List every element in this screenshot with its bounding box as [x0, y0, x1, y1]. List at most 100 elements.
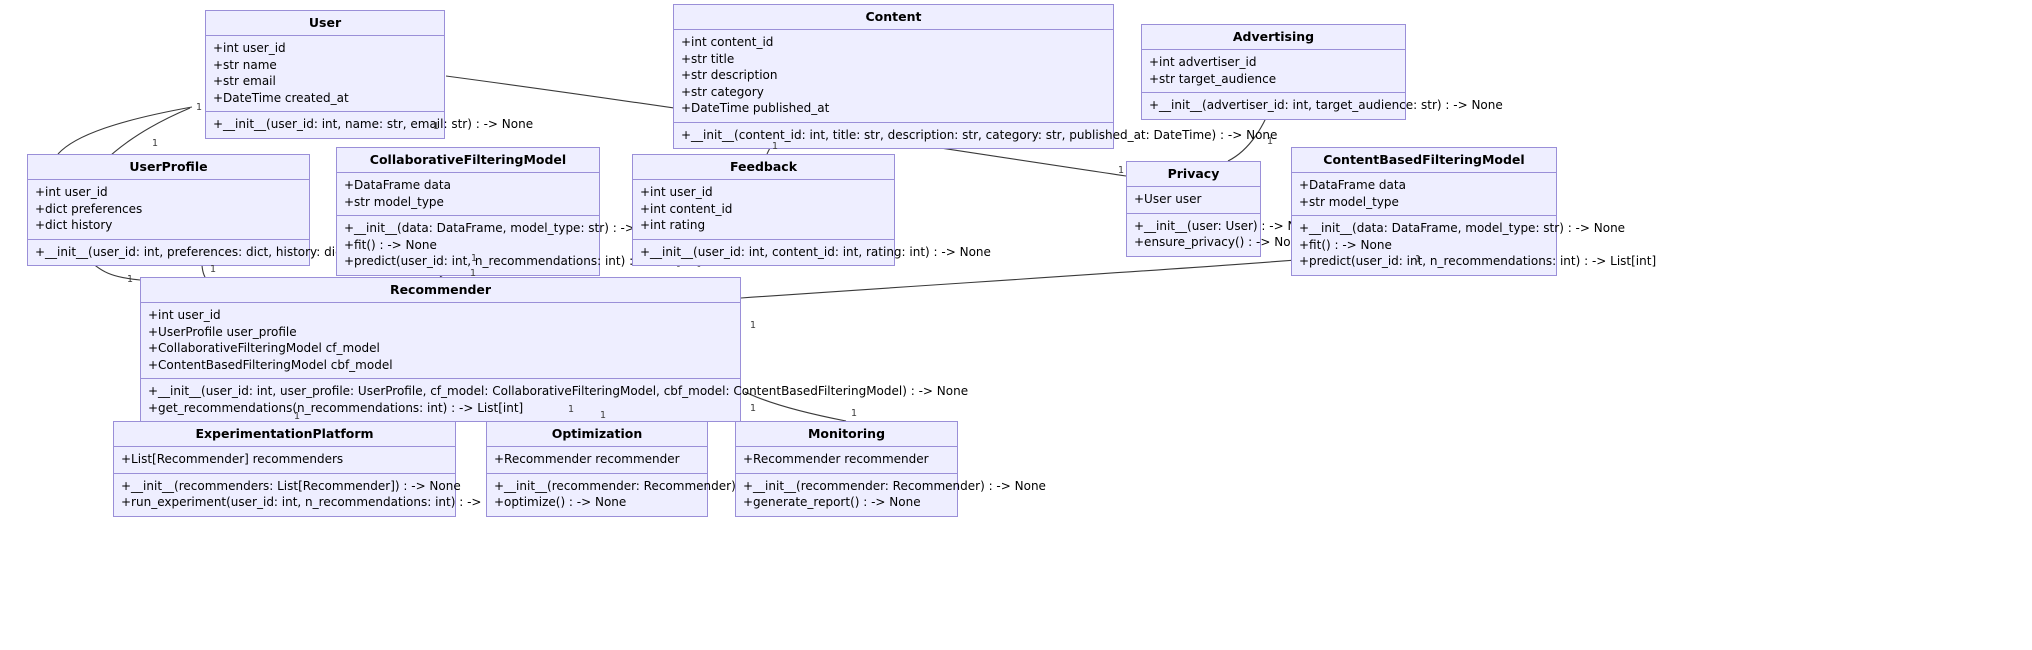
class-attributes: +int content_id +str title +str descript…: [674, 30, 1113, 123]
method-row: +__init__(user_id: int, content_id: int,…: [640, 244, 991, 259]
multiplicity-label: 1: [750, 403, 757, 414]
class-methods: +__init__(user_id: int, user_profile: Us…: [141, 379, 969, 421]
attribute-row: +dict history: [35, 218, 113, 232]
multiplicity-label: 1: [1267, 136, 1274, 147]
attribute-row: +str model_type: [344, 194, 444, 209]
class-title: UserProfile: [28, 155, 309, 180]
attribute-row: +Recommender recommender: [743, 452, 929, 466]
method-row: +ensure_privacy() : -> None: [1134, 235, 1306, 249]
class-title: ExperimentationPlatform: [114, 422, 455, 447]
class-box-contentbasedfilteringmodel[interactable]: ContentBasedFilteringModel +DataFrame da…: [1291, 147, 1657, 276]
multiplicity-label: 1: [851, 408, 858, 419]
attribute-row: +str category: [681, 84, 764, 99]
attribute-row: +int user_id: [213, 41, 286, 55]
class-methods: +__init__(recommender: Recommender) : ->…: [736, 474, 1046, 516]
attribute-row: +UserProfile user_profile: [148, 324, 297, 339]
attribute-row: +int rating: [640, 218, 706, 232]
method-row: +__init__(recommenders: List[Recommender…: [121, 478, 461, 493]
class-attributes: +int user_id +dict preferences +dict his…: [28, 180, 309, 240]
attribute-row: +str description: [681, 68, 778, 82]
class-box-user[interactable]: User +int user_id +str name +str email +…: [205, 10, 534, 139]
class-methods: +__init__(data: DataFrame, model_type: s…: [337, 216, 701, 275]
multiplicity-label: 1: [600, 410, 607, 421]
class-box-feedback[interactable]: Feedback +int user_id +int content_id +i…: [632, 154, 991, 266]
method-row: +optimize() : -> None: [494, 495, 627, 509]
attribute-row: +int user_id: [640, 185, 713, 199]
class-methods: +__init__(user_id: int, content_id: int,…: [633, 240, 991, 266]
class-methods: +__init__(user_id: int, preferences: dic…: [28, 240, 413, 266]
method-row: +predict(user_id: int, n_recommendations…: [1299, 254, 1657, 268]
class-methods: +__init__(user_id: int, name: str, email…: [206, 112, 534, 138]
class-box-optimization[interactable]: Optimization +Recommender recommender +_…: [486, 421, 797, 517]
method-row: +__init__(content_id: int, title: str, d…: [681, 127, 1278, 142]
method-row: +run_experiment(user_id: int, n_recommen…: [121, 495, 589, 509]
class-methods: +__init__(recommender: Recommender) : ->…: [487, 474, 797, 516]
attribute-row: +str name: [213, 57, 277, 72]
multiplicity-label: 1: [568, 404, 575, 415]
multiplicity-label: 1: [433, 121, 440, 132]
method-row: +__init__(recommender: Recommender) : ->…: [743, 478, 1046, 493]
method-row: +__init__(user_id: int, user_profile: Us…: [148, 384, 969, 398]
method-row: +__init__(user_id: int, preferences: dic…: [35, 244, 413, 259]
class-box-content[interactable]: Content +int content_id +str title +str …: [673, 4, 1278, 149]
multiplicity-label: 1: [294, 411, 301, 422]
method-row: +__init__(data: DataFrame, model_type: s…: [344, 221, 671, 235]
method-row: +__init__(user_id: int, name: str, email…: [213, 117, 534, 131]
class-title: Recommender: [141, 278, 740, 303]
class-attributes: +int user_id +UserProfile user_profile +…: [141, 303, 740, 379]
class-attributes: +User user: [1127, 187, 1260, 214]
class-attributes: +int advertiser_id +str target_audience: [1142, 50, 1405, 93]
attribute-row: +dict preferences: [35, 201, 143, 216]
class-box-recommender[interactable]: Recommender +int user_id +UserProfile us…: [140, 277, 969, 422]
class-title: Advertising: [1142, 25, 1405, 50]
class-methods: +__init__(data: DataFrame, model_type: s…: [1292, 216, 1657, 275]
class-box-advertising[interactable]: Advertising +int advertiser_id +str targ…: [1141, 24, 1503, 120]
method-row: +__init__(data: DataFrame, model_type: s…: [1299, 221, 1626, 235]
class-methods: +__init__(content_id: int, title: str, d…: [674, 123, 1278, 149]
edge-user-userprofile: [57, 106, 193, 155]
attribute-row: +str target_audience: [1149, 71, 1277, 86]
class-box-monitoring[interactable]: Monitoring +Recommender recommender +__i…: [735, 421, 1046, 517]
class-box-userprofile[interactable]: UserProfile +int user_id +dict preferenc…: [27, 154, 413, 266]
attribute-row: +str title: [681, 51, 735, 66]
attribute-row: +ContentBasedFilteringModel cbf_model: [148, 357, 393, 372]
class-methods: +__init__(user: User) : -> None +ensure_…: [1127, 214, 1319, 256]
class-box-experimentationplatform[interactable]: ExperimentationPlatform +List[Recommende…: [113, 421, 589, 517]
multiplicity-label: 1: [470, 268, 477, 279]
attribute-row: +List[Recommender] recommenders: [121, 452, 344, 466]
attribute-row: +int content_id: [681, 35, 774, 49]
class-attributes: +int user_id +str name +str email +DateT…: [206, 36, 444, 112]
attribute-row: +str model_type: [1299, 194, 1399, 209]
multiplicity-label: 1: [471, 253, 478, 264]
attribute-row: +int advertiser_id: [1149, 55, 1257, 69]
class-methods: +__init__(recommenders: List[Recommender…: [114, 474, 589, 516]
class-box-collaborativefilteringmodel[interactable]: CollaborativeFilteringModel +DataFrame d…: [336, 147, 701, 276]
method-row: +generate_report() : -> None: [743, 495, 921, 509]
method-row: +__init__(user: User) : -> None: [1134, 218, 1319, 233]
multiplicity-label: 1: [210, 264, 217, 275]
multiplicity-label: 1: [127, 274, 134, 285]
class-attributes: +Recommender recommender: [736, 447, 957, 474]
method-row: +fit() : -> None: [1299, 237, 1392, 252]
class-title: Content: [674, 5, 1113, 30]
class-attributes: +DataFrame data +str model_type: [1292, 173, 1556, 216]
multiplicity-label: 1: [1118, 165, 1125, 176]
class-title: Privacy: [1127, 162, 1260, 187]
attribute-row: +DateTime created_at: [213, 90, 349, 105]
multiplicity-label: 1: [750, 320, 757, 331]
class-title: Optimization: [487, 422, 707, 447]
attribute-row: +DataFrame data: [344, 178, 451, 192]
multiplicity-label: 1: [196, 102, 203, 113]
class-title: CollaborativeFilteringModel: [337, 148, 599, 173]
class-methods: +__init__(advertiser_id: int, target_aud…: [1142, 93, 1503, 119]
class-title: ContentBasedFilteringModel: [1292, 148, 1556, 173]
class-title: Monitoring: [736, 422, 957, 447]
method-row: +__init__(advertiser_id: int, target_aud…: [1149, 98, 1503, 112]
class-attributes: +DataFrame data +str model_type: [337, 173, 599, 216]
attribute-row: +DateTime published_at: [681, 101, 830, 115]
method-row: +__init__(recommender: Recommender) : ->…: [494, 478, 797, 493]
multiplicity-label: 1: [1415, 254, 1422, 265]
class-box-privacy[interactable]: Privacy +User user +__init__(user: User)…: [1126, 161, 1319, 257]
attribute-row: +int user_id: [148, 308, 221, 322]
class-title: User: [206, 11, 444, 36]
